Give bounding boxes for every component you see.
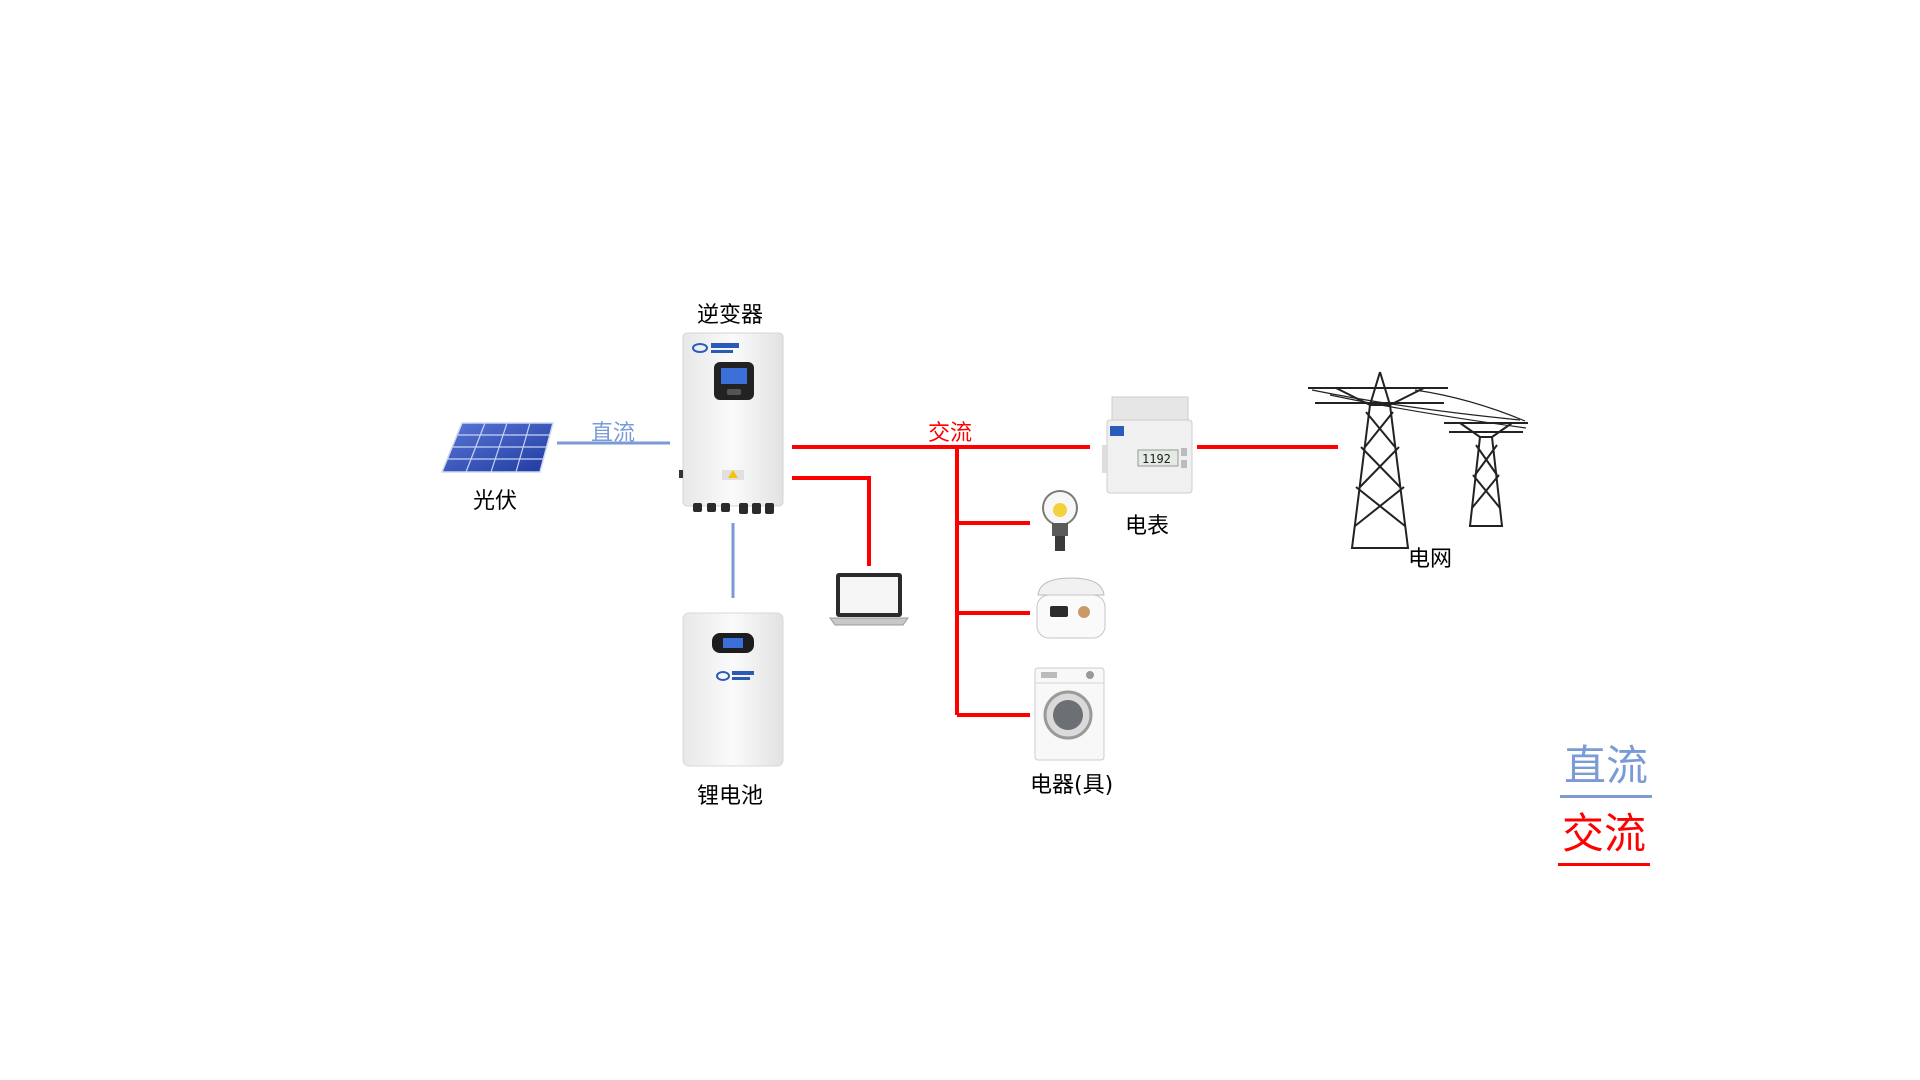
ac-wires bbox=[792, 445, 1338, 717]
washing-machine-icon bbox=[1034, 667, 1105, 761]
label-ac-wire: 交流 bbox=[928, 421, 973, 446]
label-battery: 锂电池 bbox=[697, 784, 764, 809]
power-tower-icon bbox=[1308, 371, 1528, 549]
solar-panel-icon bbox=[440, 422, 554, 473]
rice-cooker-icon bbox=[1036, 577, 1106, 639]
light-bulb-icon bbox=[1042, 490, 1078, 551]
label-meter: 电表 bbox=[1125, 514, 1170, 539]
dc-wires bbox=[557, 441, 735, 598]
laptop-icon bbox=[829, 573, 909, 626]
inverter-icon bbox=[679, 332, 784, 514]
label-dc-wire: 直流 bbox=[591, 421, 636, 446]
legend-dc: 直流 bbox=[1560, 732, 1653, 798]
label-appliances: 电器(具) bbox=[1030, 773, 1114, 798]
meter-reading: 1192 bbox=[1142, 452, 1171, 466]
battery-icon bbox=[682, 612, 784, 767]
legend-ac: 交流 bbox=[1558, 800, 1651, 866]
label-grid: 电网 bbox=[1408, 547, 1453, 572]
label-inverter: 逆变器 bbox=[697, 303, 764, 328]
label-pv: 光伏 bbox=[473, 489, 518, 514]
electric-meter-icon: 1192 bbox=[1102, 396, 1193, 494]
ac-wire-laptop bbox=[792, 476, 871, 566]
